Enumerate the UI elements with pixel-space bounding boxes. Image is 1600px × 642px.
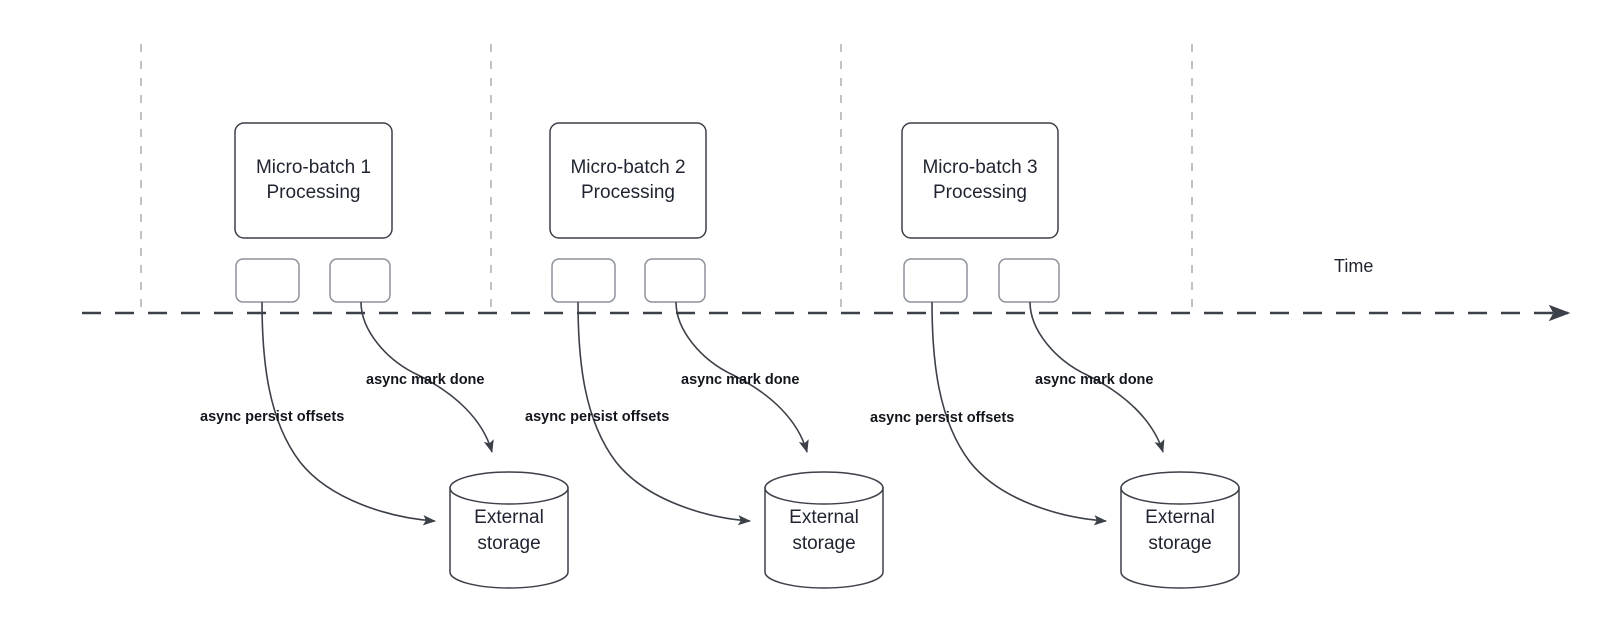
- batch-2-mark-done-edge: [675, 301, 809, 453]
- batch-1-external-storage-cylinder[interactable]: [449, 471, 569, 589]
- batch-3-persist-offsets-edge: [931, 301, 1107, 526]
- batch-2-processing-box[interactable]: [549, 122, 707, 239]
- batch-2-task-box-2[interactable]: [644, 258, 706, 303]
- batch-3-processing-box[interactable]: [901, 122, 1059, 239]
- batch-2-storage-label: External storage: [765, 505, 883, 557]
- batch-1-storage-label: External storage: [450, 505, 568, 557]
- batch-3-mark-done-label: async mark done: [1035, 372, 1154, 388]
- batch-3-persist-offsets-label: async persist offsets: [870, 410, 1015, 426]
- batch-2-task-box-1[interactable]: [551, 258, 616, 303]
- batch-2-storage-line2: storage: [792, 533, 856, 554]
- batch-1-task-box-2[interactable]: [329, 258, 391, 303]
- batch-3-external-storage-cylinder[interactable]: [1120, 471, 1240, 589]
- batch-3-task-box-2[interactable]: [998, 258, 1060, 303]
- batch-1-storage-line2: storage: [477, 533, 541, 554]
- batch-1-storage-line1: External: [474, 507, 544, 528]
- batch-1-processing-box[interactable]: [234, 122, 393, 239]
- batch-1-task-box-1[interactable]: [235, 258, 300, 303]
- batch-3-mark-done-edge: [1029, 301, 1165, 453]
- timeline-label: Time: [1334, 256, 1374, 276]
- batch-2-persist-offsets-label: async persist offsets: [525, 409, 670, 425]
- batch-3-storage-line2: storage: [1148, 533, 1212, 554]
- batch-2-storage-line1: External: [789, 507, 859, 528]
- batch-1-persist-offsets-label: async persist offsets: [200, 409, 345, 425]
- batch-1-mark-done-label: async mark done: [366, 372, 485, 388]
- batch-1-persist-offsets-edge: [261, 301, 436, 526]
- batch-1-mark-done-edge: [360, 301, 494, 453]
- batch-2-persist-offsets-edge: [577, 301, 751, 526]
- batch-2-external-storage-cylinder[interactable]: [764, 471, 884, 589]
- batch-2-mark-done-label: async mark done: [681, 372, 800, 388]
- batch-3-storage-line1: External: [1145, 507, 1215, 528]
- batch-3-task-box-1[interactable]: [903, 258, 968, 303]
- batch-3-storage-label: External storage: [1121, 505, 1239, 557]
